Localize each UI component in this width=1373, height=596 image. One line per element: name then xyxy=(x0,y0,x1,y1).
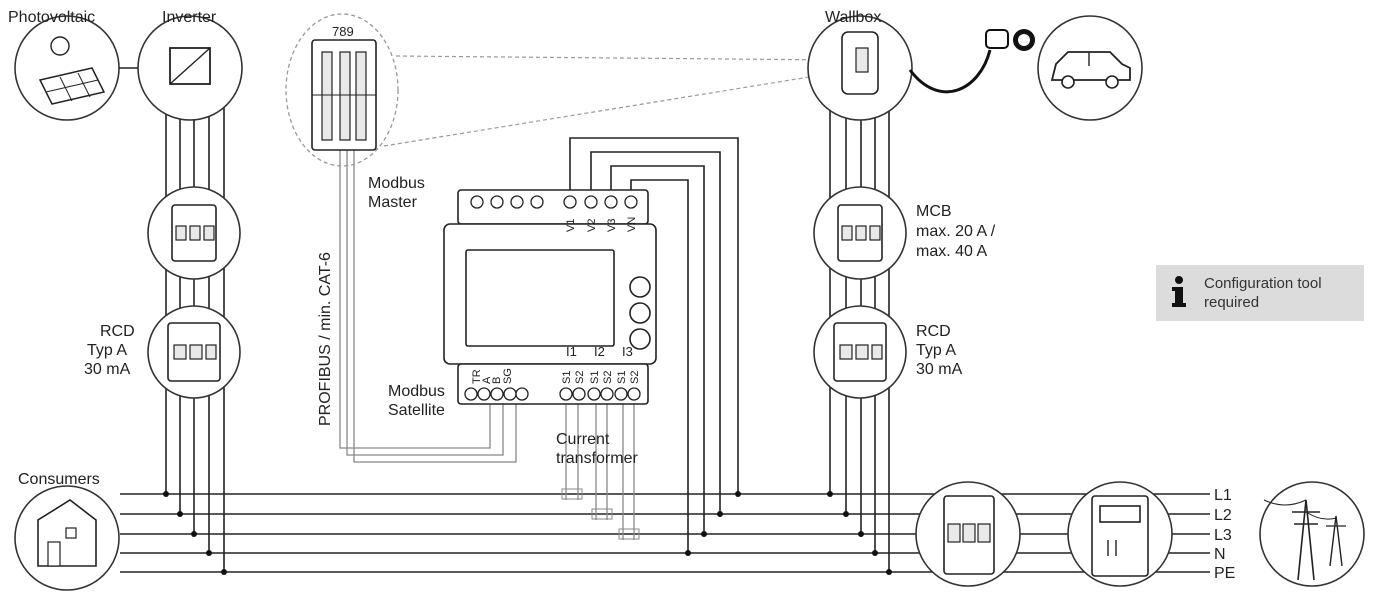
left-mcb-group xyxy=(147,186,241,280)
configuration-note-line-2: required xyxy=(1204,294,1260,311)
power-grid-group xyxy=(1259,481,1365,587)
bus-n-label: N xyxy=(1214,546,1226,563)
charging-cable xyxy=(908,49,992,94)
terminal-v3: V3 xyxy=(606,219,618,232)
rcd-left-label-3: 30 mA xyxy=(84,361,131,378)
photovoltaic-label: Photovoltaic xyxy=(8,9,95,26)
terminal-s1-b: S1 xyxy=(589,371,601,384)
terminal-i1: I1 xyxy=(566,344,577,359)
terminal-v1: V1 xyxy=(565,219,577,232)
current-transformer-label-2: transformer xyxy=(556,450,638,467)
photovoltaic-circle xyxy=(14,15,120,121)
configuration-note-line-1: Configuration tool xyxy=(1204,275,1322,292)
meter-button-2 xyxy=(629,302,651,324)
terminal-i3: I3 xyxy=(622,344,633,359)
wallbox-label: Wallbox xyxy=(825,9,881,26)
left-rcd-group xyxy=(147,305,241,399)
voltage-sense-wires xyxy=(569,137,741,556)
charging-plug-icon xyxy=(985,29,1035,51)
mcb-label-3: max. 40 A xyxy=(916,243,987,260)
bus-lines xyxy=(120,493,1210,573)
modbus-master-label-2: Master xyxy=(368,194,418,211)
terminal-s1-c: S1 xyxy=(616,371,628,384)
terminal-i2: I2 xyxy=(594,344,605,359)
power-tower-icon xyxy=(1263,499,1346,581)
configuration-note: Configuration tool required xyxy=(1156,265,1364,321)
modbus-satellite-label-2: Satellite xyxy=(388,402,445,419)
din-rail-device-zoom xyxy=(285,13,841,167)
profibus-cable xyxy=(339,145,517,463)
terminal-s2-c: S2 xyxy=(629,371,641,384)
bus-l1-label: L1 xyxy=(1214,487,1232,504)
meter-button-1 xyxy=(629,276,651,298)
rcd-left-label-2: Typ A xyxy=(87,342,127,359)
bus-l3-label: L3 xyxy=(1214,527,1232,544)
current-transformer-wires xyxy=(561,400,640,540)
terminal-s2-a: S2 xyxy=(574,371,586,384)
power-grid-circle xyxy=(1259,481,1365,587)
current-transformer-label-1: Current xyxy=(556,431,610,448)
terminal-vn: VN xyxy=(626,217,638,232)
utility-meter-group xyxy=(1067,481,1173,587)
inverter-group xyxy=(137,15,243,121)
ct-l1 xyxy=(561,488,583,500)
wallbox-group xyxy=(807,15,913,121)
bus-l2-label: L2 xyxy=(1214,507,1232,524)
info-icon xyxy=(1172,276,1186,307)
terminal-s2-b: S2 xyxy=(602,371,614,384)
mcb-label-2: max. 20 A / xyxy=(916,223,996,240)
profibus-label: PROFIBUS / min. CAT-6 xyxy=(317,252,334,426)
bus-pe-label: PE xyxy=(1214,565,1235,582)
car-group xyxy=(1037,15,1143,121)
meter-button-3 xyxy=(629,328,651,350)
consumers-group xyxy=(14,485,120,591)
consumers-label: Consumers xyxy=(18,471,100,488)
terminal-a: A xyxy=(481,376,493,384)
terminal-sg: SG xyxy=(502,368,514,384)
energy-meter xyxy=(443,189,657,405)
terminal-v2: V2 xyxy=(586,219,598,232)
car-icon xyxy=(1050,51,1131,81)
right-rcd-group xyxy=(813,305,907,399)
modbus-master-label-1: Modbus xyxy=(368,175,425,192)
configuration-note-text: Configuration tool required xyxy=(1204,274,1362,312)
modbus-satellite-label-1: Modbus xyxy=(388,383,445,400)
inverter-label: Inverter xyxy=(162,9,217,26)
device-number-label: 789 xyxy=(332,24,354,39)
meter-top-terminal-block xyxy=(457,189,649,225)
rcd-left-label-1: RCD xyxy=(100,323,135,340)
rcd-right-label-3: 30 mA xyxy=(916,361,963,378)
rcd-right-label-2: Typ A xyxy=(916,342,956,359)
meter-display xyxy=(465,249,615,347)
photovoltaic-group xyxy=(14,15,120,121)
terminal-b: B xyxy=(491,377,503,384)
right-mcb-group xyxy=(813,186,907,280)
sun-icon xyxy=(50,36,70,56)
ct-l3 xyxy=(618,528,640,540)
rcd-right-label-1: RCD xyxy=(916,323,951,340)
terminal-s1-a: S1 xyxy=(561,371,573,384)
terminal-tr: TR xyxy=(471,369,483,384)
mcb-label-1: MCB xyxy=(916,203,952,220)
main-breaker-group xyxy=(915,481,1021,587)
ct-l2 xyxy=(591,508,613,520)
